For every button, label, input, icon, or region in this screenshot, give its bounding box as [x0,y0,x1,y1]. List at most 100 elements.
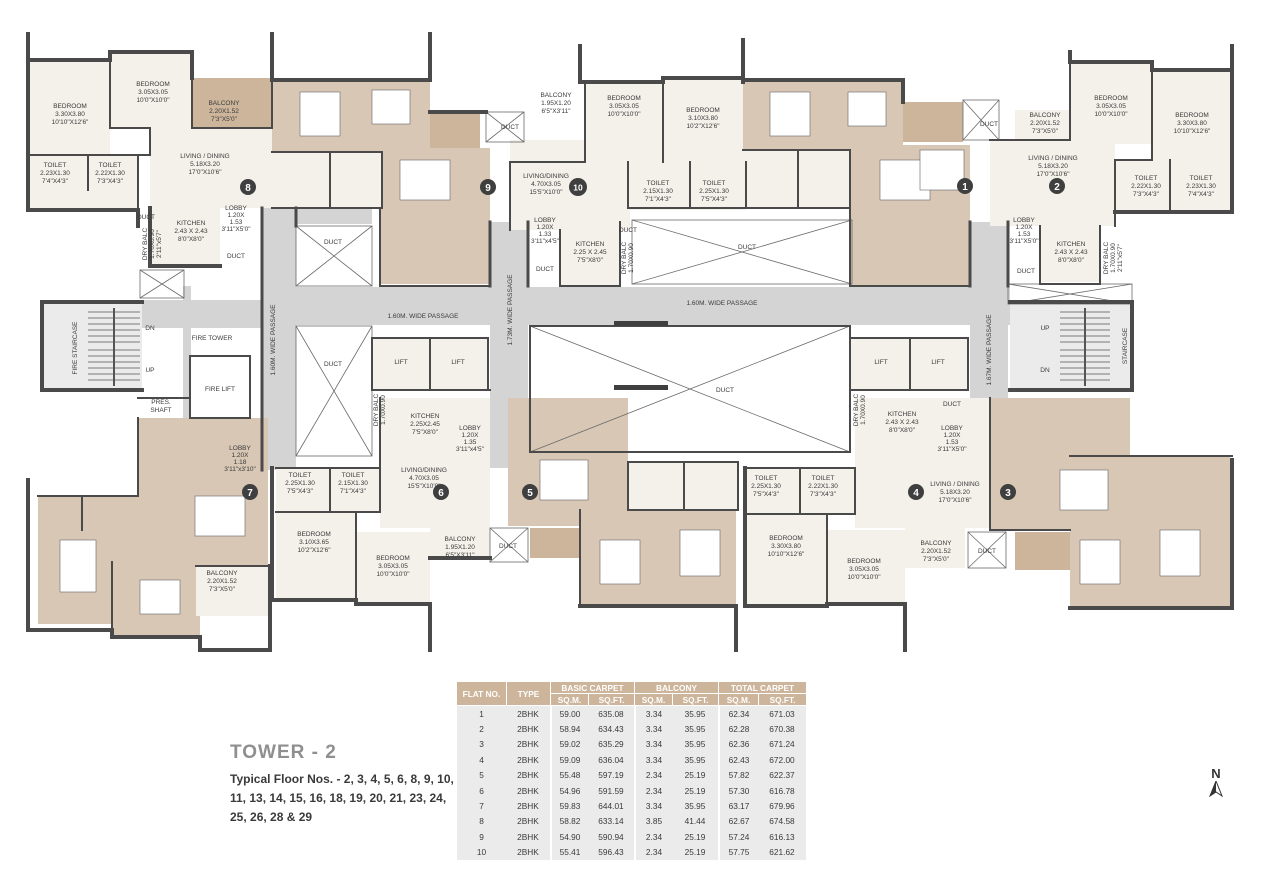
table-cell: 671.03 [758,705,808,722]
table-cell: 8 [479,816,484,827]
table-cell: 2BHK [506,829,552,845]
table-cell: 3.34 [645,739,663,750]
label-drybalc-6: DRY BALC1.70X0.90 [373,394,387,427]
label-duct-top-center: DUCT [738,244,756,251]
label-passage-left-vert: 1.60M. WIDE PASSAGE [270,304,277,376]
staircase-left [88,308,140,386]
walls [26,32,1234,652]
table-cell: 2BHK [506,736,552,753]
flat-badge-1 [957,178,973,194]
label-duct-4: DUCT [943,401,961,408]
table-cell: 670.38 [758,721,808,737]
table-cell: 2.34 [645,847,663,858]
table-cell: 622.37 [758,767,808,783]
table-cell: 55.48 [559,770,581,781]
label-lift-4: LIFT [931,359,944,366]
table-cell: 3 [479,739,484,750]
label-up-right: UP [1040,325,1049,332]
svg-text:8: 8 [245,183,251,194]
label-duct-1: DUCT [980,121,998,128]
label-duct-9b: DUCT [324,239,342,246]
label-dn-right: DN [1040,367,1050,374]
svg-text:10: 10 [573,183,583,193]
north-indicator: N [1206,766,1226,802]
flat-badge-4 [908,484,924,500]
table-cell: 41.44 [672,813,720,830]
table-cell: 634.43 [588,721,636,737]
th-unit: SQ.M. [550,693,589,706]
svg-text:1: 1 [962,182,968,193]
th-unit: SQ.FT. [758,693,807,706]
th-unit: SQ.FT. [588,693,635,706]
table-cell: 2BHK [506,767,552,783]
table-cell: 54.90 [559,831,581,842]
furniture [59,89,1201,615]
flat-badges: 1 2 3 4 5 6 7 8 9 10 [240,178,1065,500]
table-cell: 644.01 [588,798,636,814]
table-cell: 59.00 [559,708,581,719]
label-up-left: UP [145,367,154,374]
table-cell: 57.30 [728,785,750,796]
table-cell: 621.62 [758,844,808,860]
flat-badge-2 [1049,178,1065,194]
table-cell: 58.82 [559,816,581,827]
svg-text:6: 6 [438,488,444,499]
table-cell: 3.34 [645,801,663,812]
th-unit: SQ.FT. [672,693,719,706]
label-dn-left: DN [145,325,155,332]
svg-text:7: 7 [247,488,253,499]
table-cell: 4 [479,754,484,765]
th-type: TYPE [506,681,551,706]
table-cell: 59.83 [559,801,581,812]
table-cell: 671.24 [758,736,808,753]
th-total-carpet: TOTAL CARPET [718,681,807,694]
table-group-header: FLAT NO. TYPE BASIC CARPET BALCONY TOTAL… [456,681,807,706]
table-cell: 58.94 [559,724,581,735]
label-fire-staircase: FIRE STAIRCASE [72,321,79,375]
label-lift-1: LIFT [394,359,407,366]
table-unit-header: SQ.M. SQ.FT. SQ.M. SQ.FT. SQ.M. SQ.FT. [457,693,807,706]
north-letter: N [1211,766,1221,781]
table-cell: 2BHK [506,752,552,768]
table-cell: 633.14 [588,813,636,830]
th-balcony: BALCONY [634,681,719,694]
corridor [140,208,1010,470]
staircase-right [1060,308,1110,386]
label-duct-10: DUCT [536,266,554,273]
table-cell: 1 [479,708,484,719]
flat-badge-10 [569,178,587,196]
label-duct-8: DUCT [137,214,155,221]
th-unit: SQ.M. [634,693,673,706]
label-duct-10b: DUCT [619,227,637,234]
table-cell: 25.19 [672,767,720,783]
table-cell: 3.34 [645,724,663,735]
table-cell: 636.04 [588,752,636,768]
label-drybalc-8: DRY BALC1.70X0.902'11"x5'7" [142,228,163,261]
label-passage-center-vert: 1.73M. WIDE PASSAGE [507,274,514,346]
table-cell: 57.82 [728,770,750,781]
label-passage-right: 1.60M. WIDE PASSAGE [686,300,758,307]
table-cell: 2.34 [645,831,663,842]
table-cell: 616.13 [758,829,808,845]
table-cell: 62.34 [728,708,750,719]
table-cell: 2 [479,724,484,735]
table-cell: 674.58 [758,813,808,830]
